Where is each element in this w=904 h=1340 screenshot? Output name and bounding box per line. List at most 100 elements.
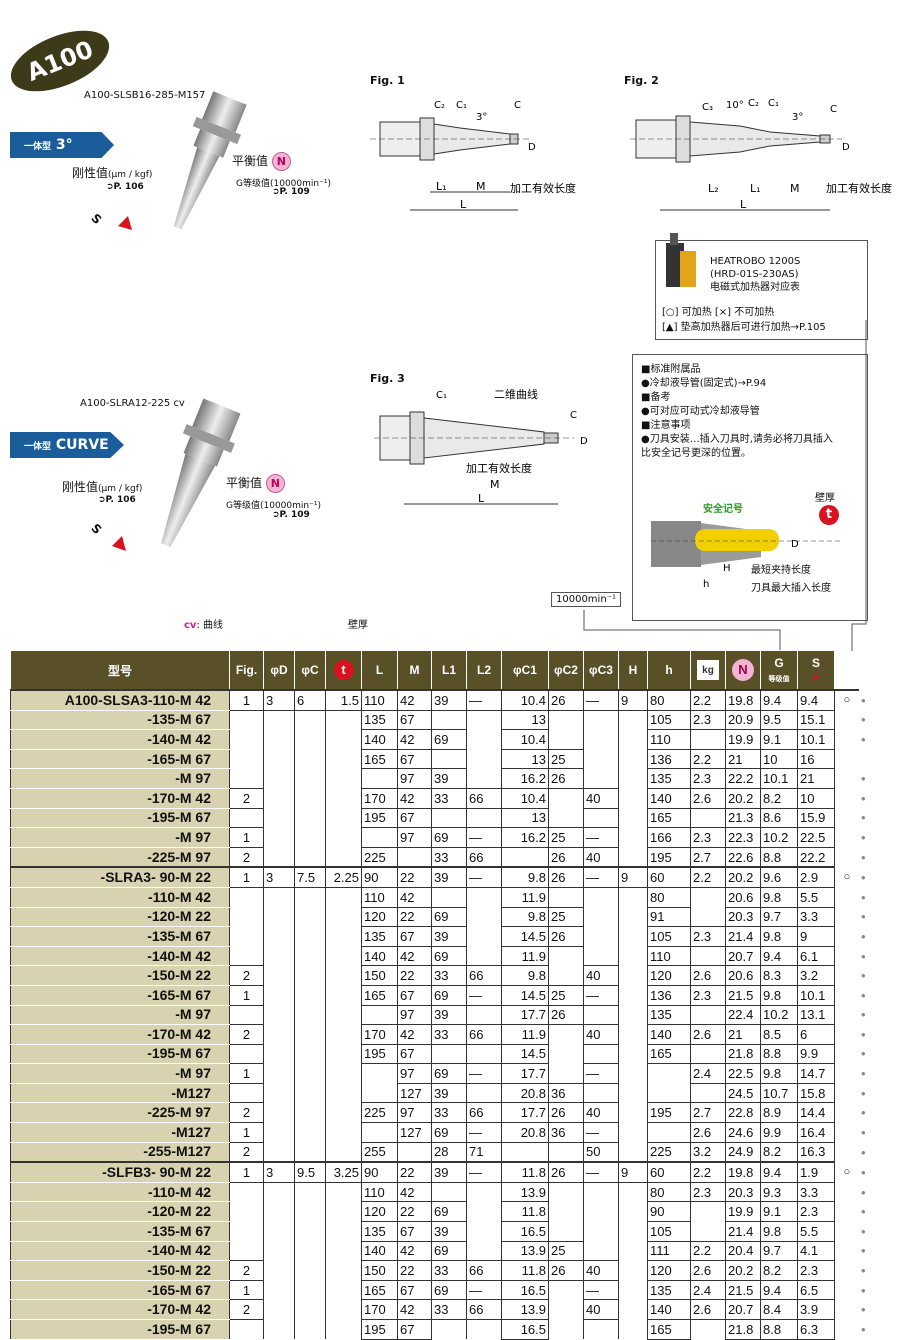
cell-value: 2.3	[797, 1201, 835, 1223]
cell-dot: •	[861, 790, 866, 806]
safe-mark-label: 安全记号	[703, 504, 743, 515]
cell-value	[361, 1122, 398, 1143]
cell-model: -195-M 67	[10, 808, 230, 829]
cell-value	[618, 729, 648, 750]
cell-value: 40	[583, 787, 619, 809]
cell-dot: •	[861, 1066, 866, 1082]
col-fig: Fig.	[229, 650, 264, 691]
cell-value	[583, 1319, 619, 1340]
cell-value: 20.8	[501, 1122, 549, 1143]
cell-value: 21.8	[725, 1319, 761, 1340]
min-clamp-label: 最短夹持长度	[751, 565, 811, 576]
cell-value	[294, 965, 326, 986]
cell-heat	[834, 1319, 859, 1340]
rigidity-ref[interactable]: ➲P. 106	[106, 182, 144, 192]
cell-heat	[834, 1005, 859, 1025]
cell-value: —	[466, 827, 502, 848]
cell-value: 9	[618, 866, 648, 888]
cell-value: 127	[397, 1122, 432, 1143]
cell-value: 1	[229, 984, 264, 1006]
cell-value	[294, 827, 326, 848]
cell-value	[229, 768, 264, 789]
cell-value: 20.3	[725, 1181, 761, 1203]
cell-dot: •	[861, 948, 866, 964]
cell-value	[361, 1083, 398, 1103]
rigidity-ref-2[interactable]: ➲P. 106	[98, 495, 136, 505]
cell-value	[548, 887, 584, 908]
notes-box: ■标准附属品 ●冷却液导管(固定式)→P.94 ■备考 ●可对应可动式冷却液导管…	[632, 354, 868, 621]
cell-value: 2.6	[690, 1260, 726, 1281]
cell-heat	[834, 729, 859, 750]
cell-value: 2.3	[797, 1260, 835, 1281]
cell-value	[618, 1299, 648, 1320]
cell-dot: •	[861, 889, 866, 905]
cell-value	[548, 1201, 584, 1222]
cell-value: 140	[361, 1240, 398, 1262]
holder-image-mid	[112, 398, 241, 551]
cell-value	[294, 1044, 326, 1064]
cell-dot: •	[861, 692, 866, 708]
cell-value	[294, 1280, 326, 1300]
cell-value	[431, 1044, 467, 1064]
cell-value	[294, 946, 326, 966]
cell-value: 20.3	[725, 906, 761, 928]
cell-dot: •	[861, 1263, 866, 1279]
cell-value: 71	[466, 1141, 502, 1163]
cell-value	[263, 1083, 295, 1103]
fig2-C2: C₂	[748, 98, 759, 109]
insert-diagram: D H h	[651, 521, 841, 590]
cell-value	[325, 1319, 362, 1340]
cell-value: 110	[361, 1181, 398, 1203]
wall-label: 壁厚	[815, 493, 835, 504]
cell-value: 165	[647, 807, 691, 829]
cell-value: 105	[647, 1221, 691, 1242]
cell-value: 69	[431, 945, 467, 967]
cell-value: 21	[797, 768, 835, 789]
cell-value: 2.6	[690, 1299, 726, 1320]
cell-value: 150	[361, 1260, 398, 1281]
balance-ref[interactable]: ➲P. 109	[272, 187, 310, 197]
cell-value: 8.3	[760, 965, 798, 986]
cell-value	[397, 847, 432, 868]
cell-value: 26	[548, 688, 584, 711]
cell-value	[647, 1063, 691, 1084]
cell-value	[325, 1221, 362, 1242]
cell-value	[618, 985, 648, 1005]
cell-value: 36	[548, 1082, 584, 1104]
cell-value	[294, 1201, 326, 1222]
cell-value: 2	[229, 1024, 264, 1045]
cell-value: 9.8	[760, 926, 798, 947]
cell-value: —	[583, 1063, 619, 1084]
cell-value: 135	[361, 1221, 398, 1242]
cell-value: 8.8	[760, 846, 798, 868]
cell-value: 17.7	[501, 1063, 549, 1084]
cell-value	[263, 946, 295, 966]
cell-heat	[834, 926, 859, 947]
cell-value	[466, 1221, 502, 1242]
cell-value: 6.3	[797, 1319, 835, 1340]
cell-value: 39	[431, 1004, 467, 1026]
cell-value: —	[583, 984, 619, 1006]
cell-value: 69	[431, 906, 467, 928]
cell-dot	[859, 749, 868, 769]
cell-value: 20.2	[725, 1260, 761, 1281]
cell-value: 9.8	[501, 965, 549, 986]
cell-value	[294, 1102, 326, 1123]
cell-value	[229, 749, 264, 769]
cell-value: 1	[229, 1161, 264, 1183]
fig3-drawing: C₁ 二维曲线 C D 加工有效长度 M L	[374, 388, 588, 505]
cell-value: —	[583, 1161, 619, 1183]
cell-value: 15.8	[797, 1082, 835, 1104]
balance-ref-2[interactable]: ➲P. 109	[272, 510, 310, 520]
cell-value: 9.4	[797, 688, 835, 711]
cell-value: 40	[583, 846, 619, 868]
cell-value: 10.2	[760, 827, 798, 848]
cell-value: 26	[548, 926, 584, 947]
cell-value	[263, 827, 295, 848]
cell-value: 15.1	[797, 709, 835, 731]
cell-value	[618, 965, 648, 986]
cell-dot: •	[861, 1184, 866, 1200]
